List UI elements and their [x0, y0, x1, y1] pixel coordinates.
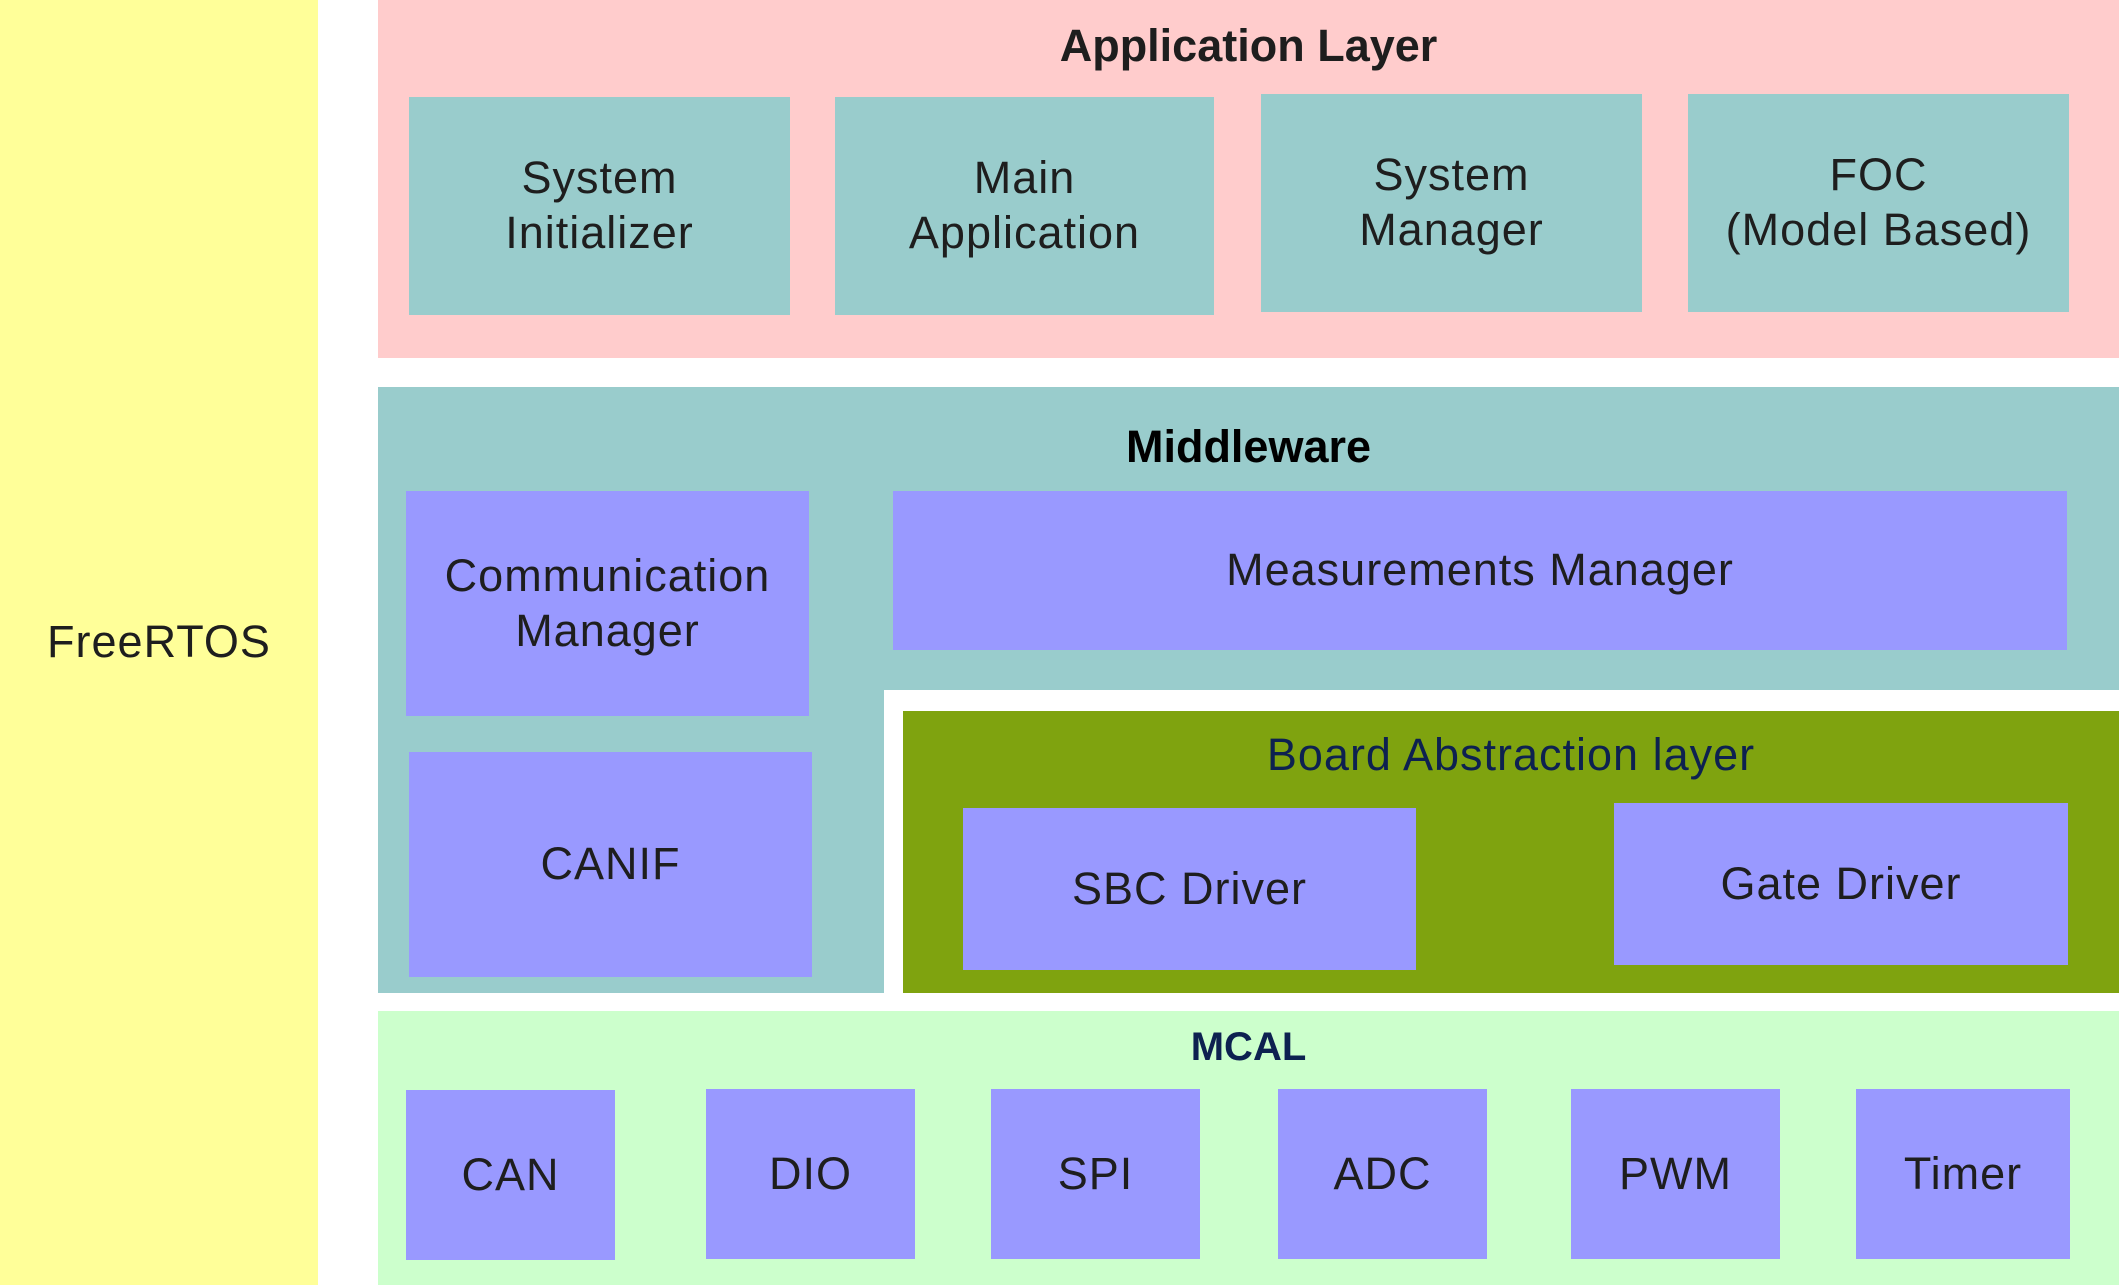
- measurements-manager-module: Measurements Manager: [893, 491, 2067, 650]
- mcal-module-adc: ADC: [1278, 1089, 1487, 1259]
- freertos-label: FreeRTOS: [47, 616, 271, 668]
- main-application-module: Main Application: [835, 97, 1214, 315]
- canif-module: CANIF: [409, 752, 812, 977]
- mcal-title: MCAL: [1190, 1025, 1307, 1069]
- gate-driver-module: Gate Driver: [1614, 803, 2068, 965]
- communication-manager-module: Communication Manager: [406, 491, 809, 716]
- mcal-layer: MCAL CAN DIO SPI ADC PWM Timer: [378, 1011, 2119, 1285]
- board-abstraction-layer: Board Abstraction layer SBC Driver Gate …: [903, 711, 2119, 993]
- foc-module: FOC (Model Based): [1688, 94, 2069, 312]
- application-layer-title: Application Layer: [1059, 20, 1438, 71]
- mcal-module-pwm: PWM: [1571, 1089, 1780, 1259]
- freertos-block: FreeRTOS: [0, 0, 318, 1285]
- mcal-module-spi: SPI: [991, 1089, 1200, 1259]
- mcal-module-can: CAN: [406, 1090, 615, 1260]
- system-initializer-module: System Initializer: [409, 97, 790, 315]
- mcal-module-timer: Timer: [1856, 1089, 2070, 1259]
- sbc-driver-module: SBC Driver: [963, 808, 1416, 970]
- middleware-title: Middleware: [1125, 421, 1372, 472]
- board-abstraction-title: Board Abstraction layer: [1266, 729, 1756, 780]
- system-manager-module: System Manager: [1261, 94, 1642, 312]
- application-layer: Application Layer System Initializer Mai…: [378, 0, 2119, 358]
- mcal-module-dio: DIO: [706, 1089, 915, 1259]
